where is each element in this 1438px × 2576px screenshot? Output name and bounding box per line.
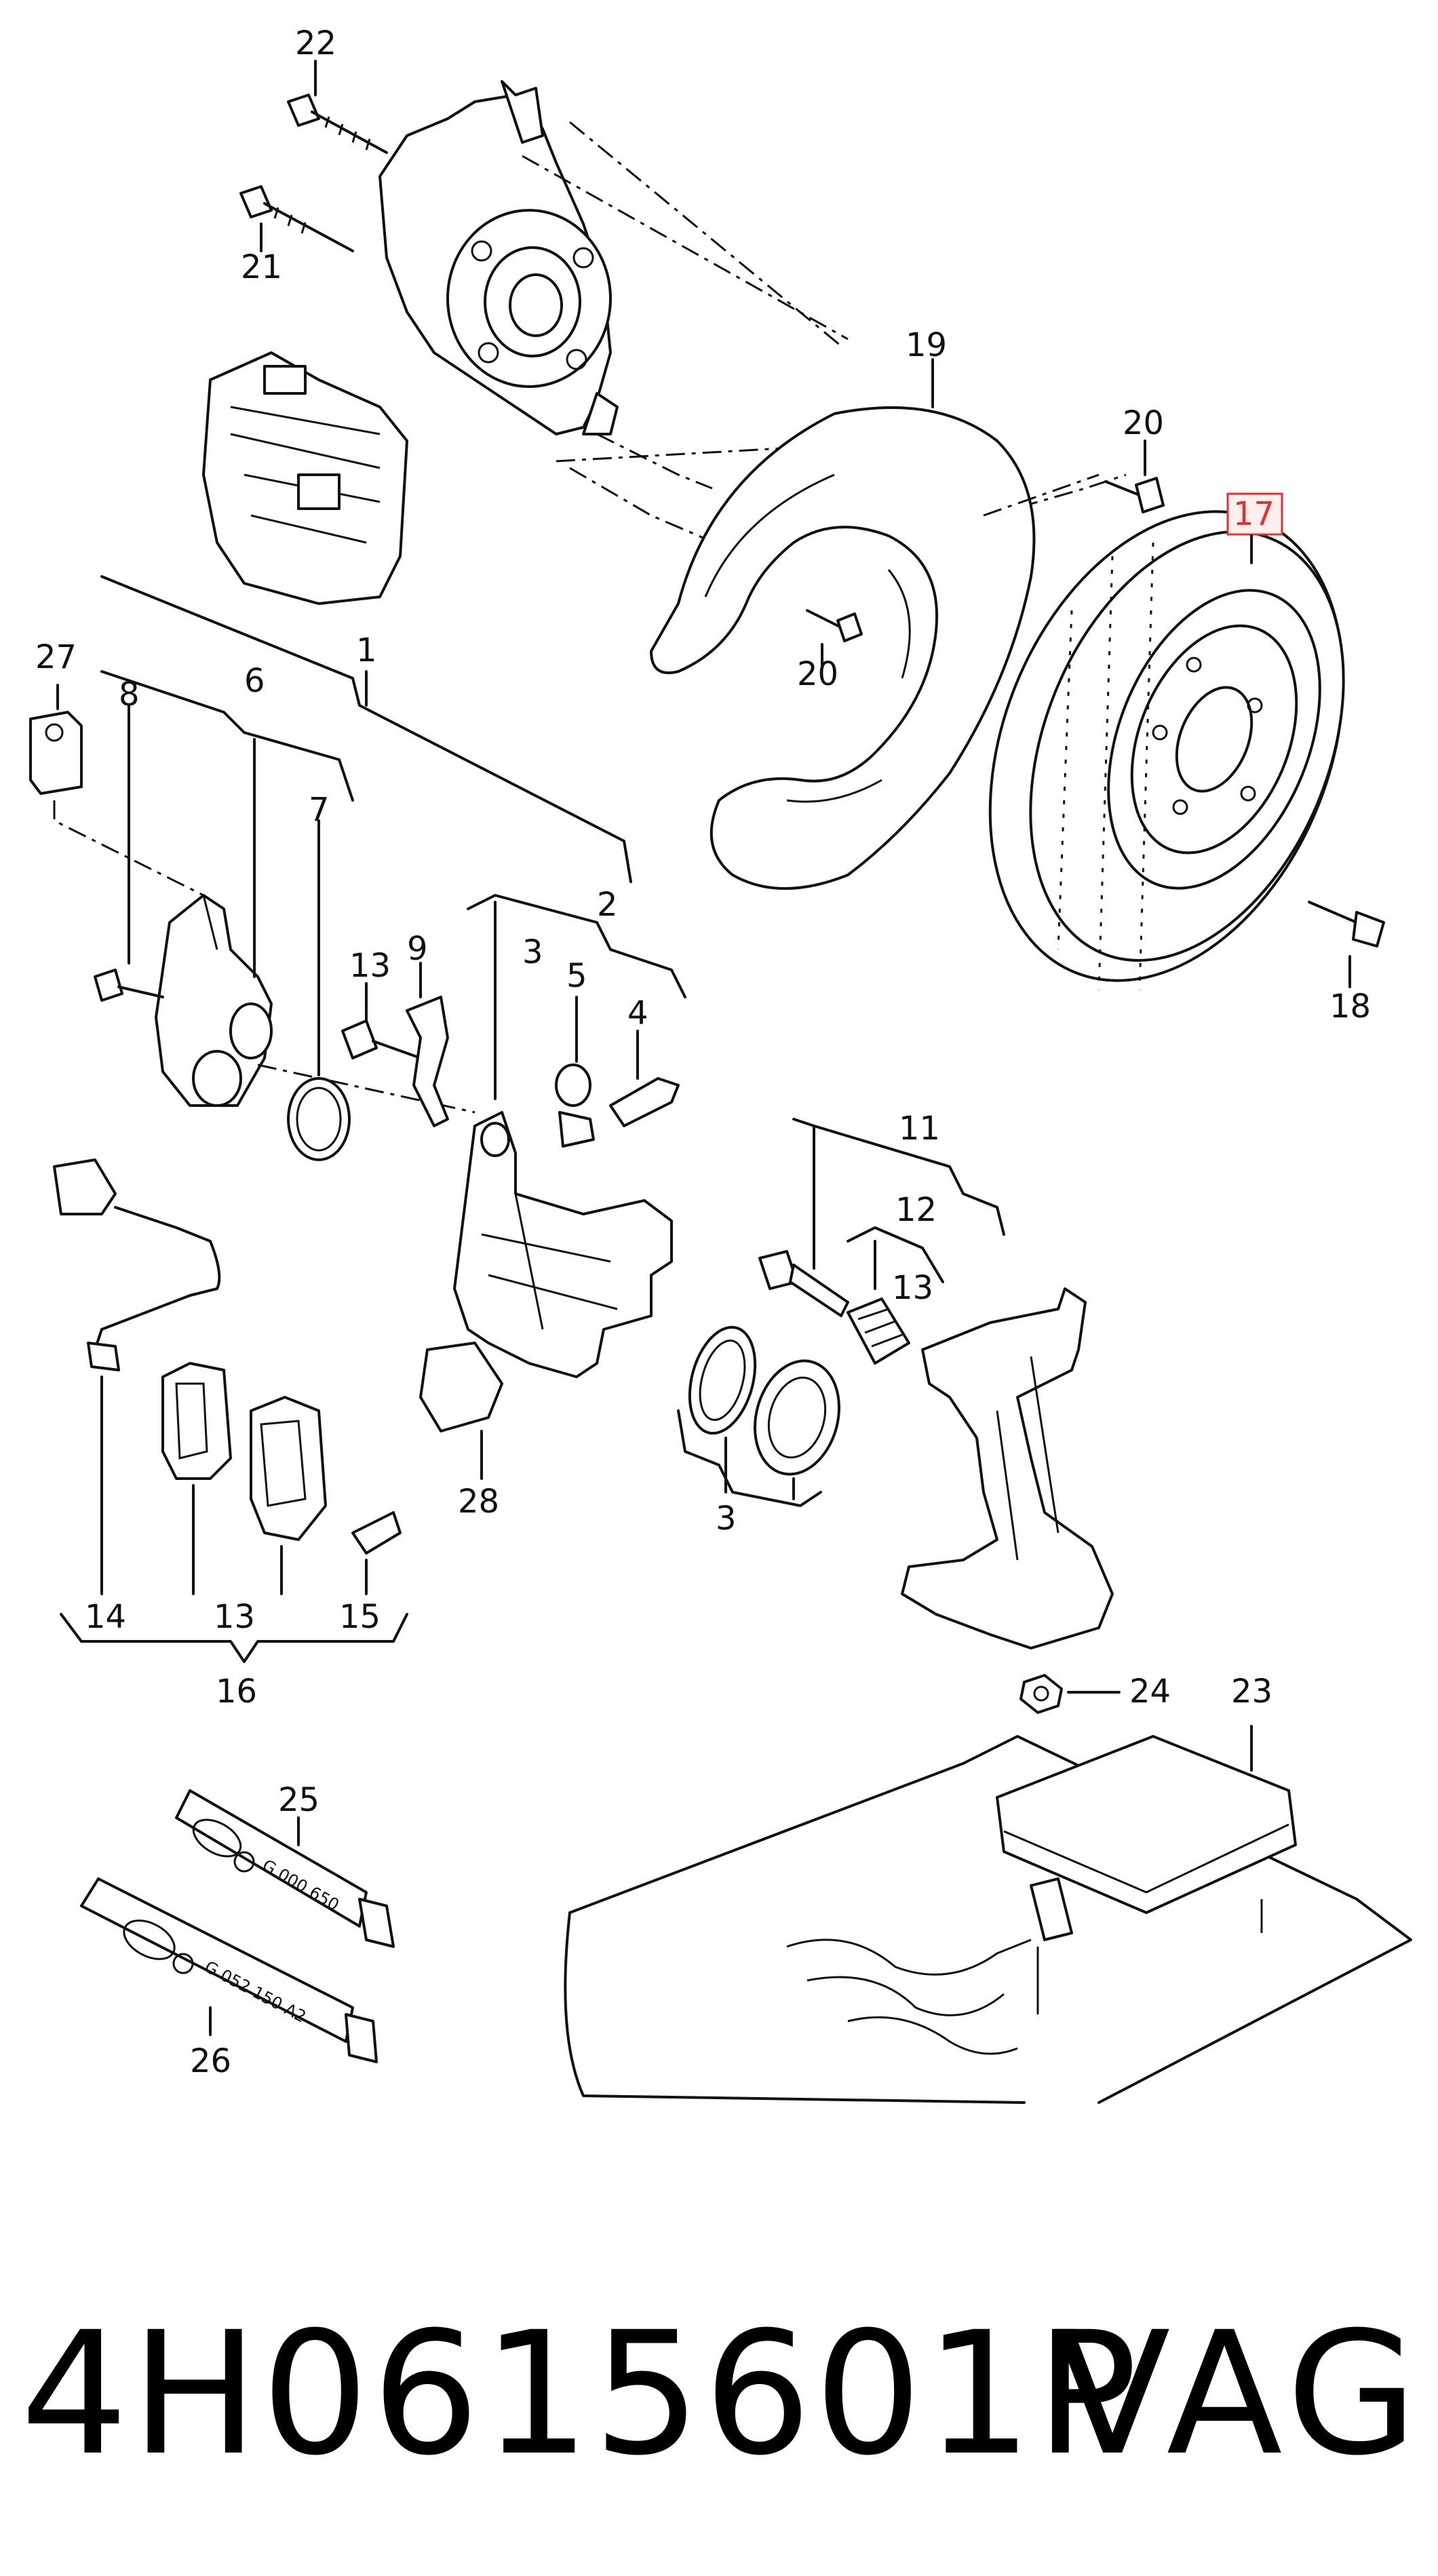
callout-6: 6 bbox=[244, 662, 265, 700]
callout-14: 14 bbox=[85, 1598, 126, 1636]
callout-3-lower: 3 bbox=[716, 1500, 737, 1538]
caption-bar: 4H0615601P VAG bbox=[20, 2292, 1424, 2496]
callout-13-upper: 13 bbox=[349, 947, 391, 985]
dust-shield-19 bbox=[650, 406, 1036, 890]
callout-17-box bbox=[1226, 492, 1283, 536]
clip-15 bbox=[351, 1511, 402, 1555]
bolt-8 bbox=[94, 969, 164, 1002]
callout-20-upper: 20 bbox=[1123, 404, 1164, 442]
callout-25: 25 bbox=[278, 1781, 319, 1819]
spring-clip-28 bbox=[419, 1342, 503, 1432]
callout-20-lower: 20 bbox=[797, 655, 838, 693]
callout-1: 1 bbox=[356, 631, 377, 669]
caliper-housing bbox=[453, 1111, 673, 1378]
callout-3-upper: 3 bbox=[522, 933, 543, 971]
piston-seal bbox=[688, 1325, 757, 1435]
brake-pad-13b bbox=[250, 1396, 327, 1541]
callout-24: 24 bbox=[1129, 1673, 1171, 1711]
callout-27: 27 bbox=[35, 638, 77, 676]
bolt-22 bbox=[287, 94, 388, 154]
callout-16: 16 bbox=[216, 1673, 257, 1711]
brake-pad-13 bbox=[161, 1362, 232, 1480]
callout-2: 2 bbox=[597, 886, 618, 924]
callout-18: 18 bbox=[1329, 988, 1371, 1026]
wheel-hub-knuckle bbox=[378, 80, 619, 435]
boot-13 bbox=[847, 1297, 910, 1365]
bracket-9 bbox=[406, 996, 449, 1127]
caliper-assembly bbox=[202, 351, 408, 605]
screw-18 bbox=[1308, 901, 1385, 948]
o-ring-7 bbox=[287, 1077, 351, 1161]
callout-26: 26 bbox=[190, 2042, 231, 2080]
callout-19: 19 bbox=[906, 326, 947, 364]
caliper-carrier bbox=[901, 1287, 1114, 1650]
wear-sensor-14 bbox=[53, 1158, 221, 1371]
callout-9: 9 bbox=[407, 930, 428, 968]
callout-13-mid: 13 bbox=[892, 1269, 933, 1307]
bolt-21 bbox=[239, 185, 354, 252]
callout-12: 12 bbox=[895, 1191, 937, 1229]
callouts: 22 21 19 20 17 20 18 27 1 6 8 7 2 13 9 3… bbox=[35, 24, 1371, 2080]
callout-28: 28 bbox=[458, 1483, 499, 1521]
bolt-20-outer bbox=[983, 473, 1165, 517]
connector-27 bbox=[29, 711, 83, 795]
parts-diagram: G 000 650 G 052 150 A2 22 21 19 20 17 20… bbox=[29, 24, 1412, 2104]
dust-boot bbox=[754, 1359, 840, 1476]
callout-5: 5 bbox=[566, 957, 587, 995]
callout-7: 7 bbox=[309, 791, 330, 829]
bolt-13-upper bbox=[341, 1019, 422, 1059]
callout-22: 22 bbox=[295, 24, 336, 62]
callout-21: 21 bbox=[241, 248, 282, 286]
caliper-motor-6 bbox=[155, 894, 273, 1107]
guide-bolt bbox=[758, 1250, 849, 1317]
bleeder-4 bbox=[609, 1077, 680, 1127]
bolt-20-inner bbox=[806, 609, 863, 642]
callout-11: 11 bbox=[899, 1110, 940, 1148]
part-number: 4H0615601P bbox=[20, 2295, 1141, 2493]
nut-24 bbox=[1019, 1674, 1063, 1714]
callout-23: 23 bbox=[1231, 1673, 1272, 1711]
callout-17: 17 bbox=[1233, 495, 1275, 533]
callout-13-lower: 13 bbox=[214, 1598, 255, 1636]
callout-4: 4 bbox=[627, 994, 648, 1032]
cap-5 bbox=[555, 1063, 595, 1148]
callout-8: 8 bbox=[119, 676, 140, 714]
callout-15: 15 bbox=[339, 1598, 381, 1636]
brand-name: VAG bbox=[1054, 2295, 1424, 2493]
control-unit-23 bbox=[996, 1735, 1297, 2014]
